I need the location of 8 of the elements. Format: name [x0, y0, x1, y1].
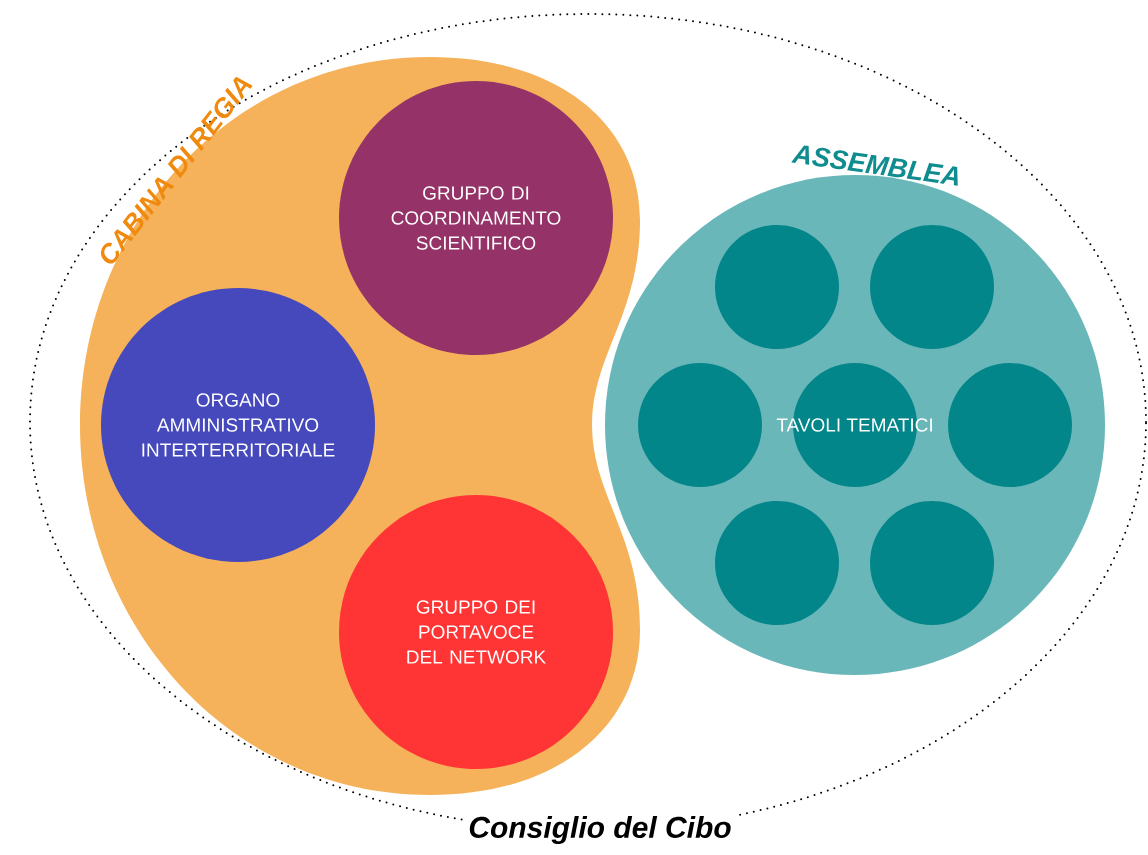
table-circle [638, 363, 762, 487]
table-circle [715, 501, 839, 625]
group-heading: ASSEMBLEA [791, 145, 958, 186]
table-circle [948, 363, 1072, 487]
table-circle [870, 225, 994, 349]
title-text: Consiglio del Cibo [464, 812, 736, 848]
table-circle [715, 225, 839, 349]
table-circle [870, 501, 994, 625]
